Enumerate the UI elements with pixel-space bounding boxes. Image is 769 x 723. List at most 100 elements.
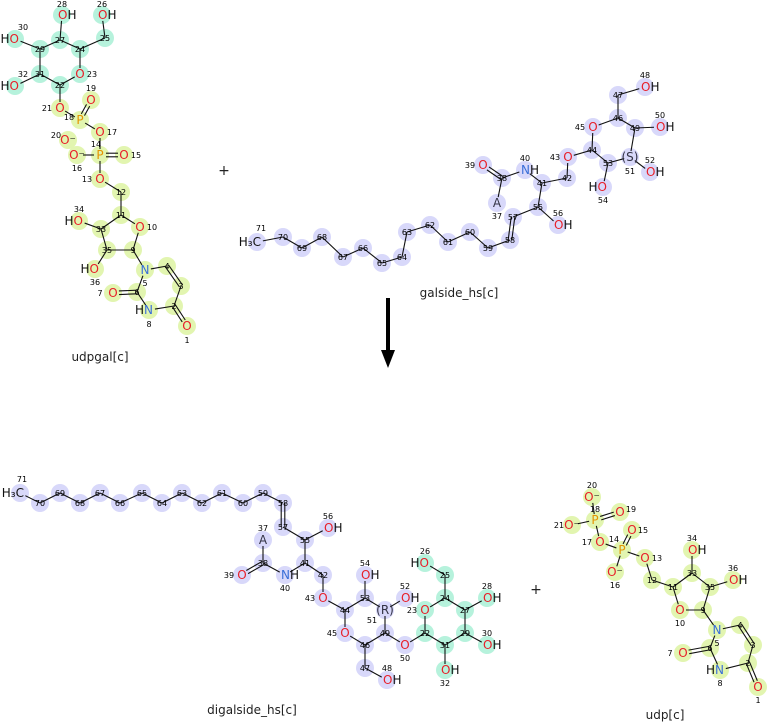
- atom-highlight: [683, 541, 701, 559]
- molecule-digalside-hs: H₃C71706968676665646362616059585755OH564…: [2, 475, 502, 717]
- atom-number: 27: [460, 606, 470, 615]
- single-bond: [84, 222, 102, 230]
- atom-number: 34: [74, 205, 84, 214]
- single-bond: [464, 632, 482, 643]
- single-bond: [64, 110, 76, 118]
- single-bond: [424, 632, 446, 646]
- atom-highlight: [396, 636, 414, 654]
- atom-number: 21: [554, 521, 564, 530]
- atom-symbol: O: [95, 125, 104, 139]
- atom-highlight: [436, 661, 454, 679]
- atom-number: 28: [57, 0, 67, 9]
- atom-highlight: [478, 636, 496, 654]
- atom-number: 16: [72, 164, 82, 173]
- atom-symbol: O: [588, 120, 597, 134]
- molecule-name: galside_hs[c]: [420, 286, 499, 300]
- atom-highlights: [11, 484, 496, 689]
- atom-number: 30: [482, 629, 492, 638]
- atom-symbol: NH: [281, 568, 299, 582]
- atom-highlight: [674, 644, 692, 662]
- single-bond: [646, 563, 653, 581]
- atom-highlight: [136, 261, 154, 279]
- single-bond: [242, 492, 264, 504]
- single-bond: [722, 624, 741, 630]
- atom-number: 58: [505, 236, 515, 245]
- atom-number: 65: [377, 259, 387, 268]
- single-bond: [702, 586, 711, 611]
- double-bond: [622, 534, 632, 546]
- single-bond: [136, 291, 147, 306]
- atom-number: 48: [640, 71, 650, 80]
- single-bond: [401, 231, 408, 258]
- molecule-name: digalside_hs[c]: [207, 703, 297, 717]
- atom-number: 12: [116, 188, 126, 197]
- single-bond: [59, 76, 76, 86]
- atom-number: 37: [492, 212, 502, 221]
- atom-number: 38: [497, 174, 507, 183]
- bonds: [577, 502, 758, 683]
- single-bond: [84, 122, 96, 130]
- single-bond: [672, 572, 693, 588]
- atom-number: 25: [440, 571, 450, 580]
- atom-symbol: OH: [361, 568, 379, 582]
- atom-symbol: OH: [58, 8, 76, 22]
- atom-symbol: O: [75, 67, 84, 81]
- atom-number: 50: [655, 111, 665, 120]
- single-bond: [262, 562, 280, 573]
- atom-number: 43: [550, 153, 560, 162]
- atom-number: 42: [318, 571, 328, 580]
- single-bond: [529, 173, 543, 184]
- double-bond: [507, 216, 516, 241]
- atom-number: 54: [598, 196, 608, 205]
- atom-highlight: [91, 170, 109, 188]
- atom-symbol: (S): [622, 150, 639, 164]
- single-bond: [651, 579, 674, 588]
- atom-symbol: O: [678, 646, 687, 660]
- atom-highlight: [378, 671, 396, 689]
- single-bond: [342, 247, 364, 258]
- atom-symbol: O: [119, 148, 128, 162]
- atom-symbol: OH: [641, 80, 659, 94]
- single-bond: [364, 667, 382, 678]
- double-bond: [246, 560, 265, 575]
- atom-number: 56: [323, 512, 333, 521]
- atom-highlight: [356, 566, 374, 584]
- atom-symbol: O: [563, 150, 572, 164]
- atom-symbol: O: [86, 93, 95, 107]
- atom-symbol: O: [108, 286, 117, 300]
- atom-highlight: [314, 589, 332, 607]
- atom-number: 22: [55, 81, 65, 90]
- atom-symbol: O: [615, 505, 624, 519]
- single-bond: [409, 632, 426, 643]
- single-bond: [709, 647, 719, 665]
- atom-number: 20: [587, 481, 597, 490]
- atom-number: 63: [402, 228, 412, 237]
- atom-highlight: [396, 589, 414, 607]
- atom-symbol: A: [259, 533, 268, 547]
- atom-number: 68: [75, 499, 85, 508]
- atom-number: 52: [400, 582, 410, 591]
- atom-number: 20: [51, 131, 61, 140]
- double-bond: [172, 304, 186, 323]
- single-bond: [709, 581, 728, 588]
- single-bond: [79, 37, 106, 50]
- single-bond: [630, 127, 636, 152]
- atom-number: 19: [626, 505, 636, 514]
- atom-number: 1: [184, 336, 189, 345]
- atom-number: 70: [35, 499, 45, 508]
- single-bond: [262, 236, 284, 242]
- atom-number: 44: [340, 606, 350, 615]
- atom-number: 15: [638, 526, 648, 535]
- atom-number: 41: [537, 179, 547, 188]
- single-bond: [672, 586, 679, 605]
- single-bond: [304, 530, 323, 541]
- atom-number: 36: [90, 278, 100, 287]
- atom-number: 55: [300, 536, 310, 545]
- atom-number: 29: [460, 629, 470, 638]
- atom-highlight: [140, 301, 158, 319]
- single-bond: [389, 600, 401, 608]
- atom-highlight: [591, 533, 609, 551]
- single-bond: [20, 40, 41, 50]
- atom-number: 1: [755, 696, 760, 705]
